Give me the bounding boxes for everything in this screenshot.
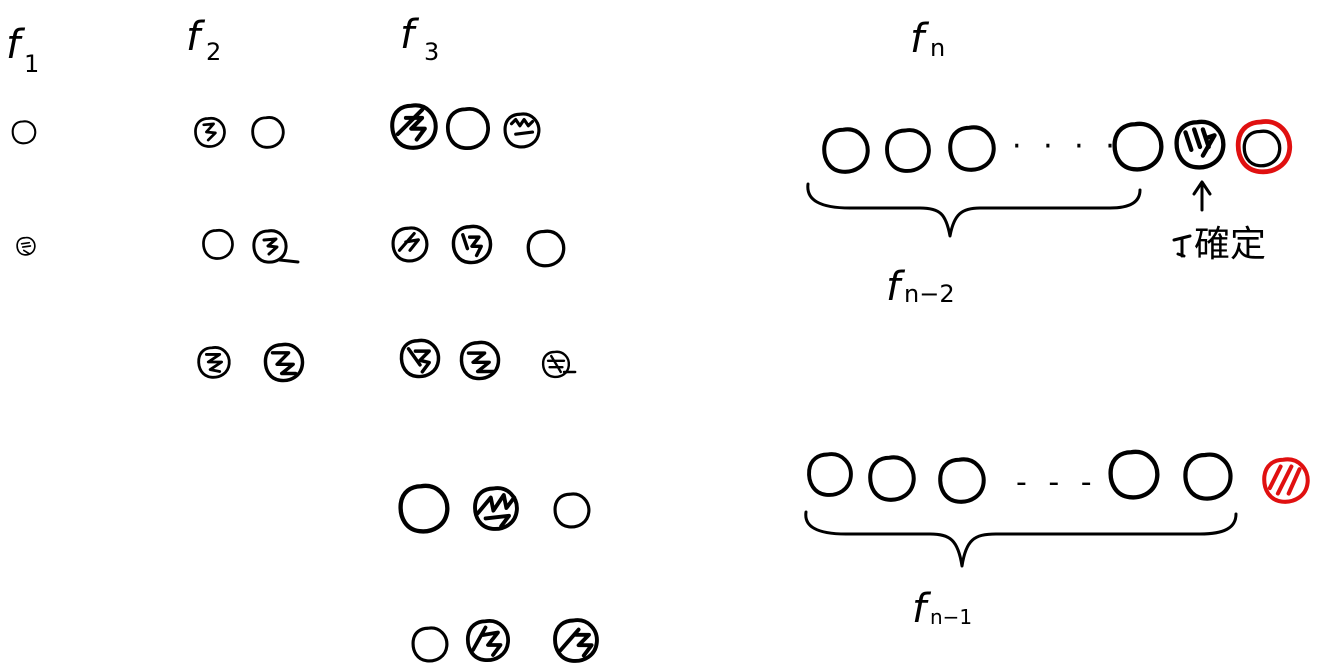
fixed-label: 確定 <box>1172 224 1266 265</box>
tile-filled <box>197 346 231 379</box>
fn-bottom-row: - - - f n−1 <box>804 452 1308 632</box>
tile-empty <box>885 128 931 173</box>
ellipsis: · · · · <box>1012 129 1121 164</box>
tile-filled <box>451 224 493 265</box>
tile-empty <box>1185 455 1230 499</box>
f2-letter: f <box>186 14 206 60</box>
tile-empty <box>1242 129 1282 168</box>
tile-filled <box>392 105 435 147</box>
tile-filled <box>541 350 577 379</box>
tile-empty <box>1111 452 1158 498</box>
fn-top-row: · · · · f n−2 確定 <box>806 122 1290 310</box>
tile-filled <box>459 340 501 381</box>
brace-bottom-subscript: n−1 <box>930 605 972 629</box>
tile-empty <box>445 107 490 151</box>
ellipsis: - - - <box>1016 465 1098 500</box>
tile-empty <box>553 492 591 529</box>
tile-empty <box>940 459 983 501</box>
tile-empty <box>411 626 449 663</box>
f2-column <box>194 116 305 383</box>
f1-letter: f <box>6 22 26 68</box>
f1-subscript: 1 <box>24 50 39 78</box>
fn-subscript: n <box>930 34 945 62</box>
f3-letter: f <box>400 12 420 58</box>
tile-empty <box>251 116 285 149</box>
tile-filled <box>553 618 599 663</box>
label-f3: f 3 <box>400 12 439 66</box>
fixed-text: 確定 <box>1194 224 1266 265</box>
tile-filled <box>473 486 519 531</box>
brace-n-minus-1 <box>804 510 1238 568</box>
fn-letter: f <box>910 16 930 62</box>
brace-top-subscript: n−2 <box>904 280 955 308</box>
tile-filled <box>16 236 36 256</box>
brace-top-letter: f <box>886 264 906 310</box>
tile-filled <box>391 226 429 263</box>
tile-empty <box>870 457 913 499</box>
tile-filled <box>263 342 305 383</box>
f3-column <box>391 105 599 663</box>
brace-label-n-minus-2: f n−2 <box>886 264 955 310</box>
tile-empty <box>950 127 993 169</box>
label-fn: f n <box>910 16 945 62</box>
f2-subscript: 2 <box>206 38 221 66</box>
arrow-up-icon <box>1192 180 1212 212</box>
brace-label-n-minus-1: f n−1 <box>912 586 972 632</box>
tile-filled <box>465 619 510 663</box>
label-f1: f 1 <box>6 22 39 78</box>
tile-empty <box>1115 124 1162 170</box>
tile-empty <box>401 486 448 532</box>
tile-empty <box>11 120 37 145</box>
f3-subscript: 3 <box>424 38 439 66</box>
brace-n-minus-2 <box>806 182 1142 238</box>
tile-filled <box>252 229 300 264</box>
tile-filled <box>1177 122 1224 168</box>
f1-column <box>11 120 37 256</box>
tile-filled-red <box>1264 459 1307 501</box>
tile-filled <box>503 112 541 149</box>
tile-empty <box>526 229 566 268</box>
tile-filled <box>194 116 226 148</box>
tile-empty <box>202 228 234 260</box>
tile-empty <box>807 452 853 497</box>
tile-filled <box>399 338 441 379</box>
tile-empty <box>824 129 867 171</box>
brace-bottom-letter: f <box>912 586 932 632</box>
label-f2: f 2 <box>186 14 221 66</box>
